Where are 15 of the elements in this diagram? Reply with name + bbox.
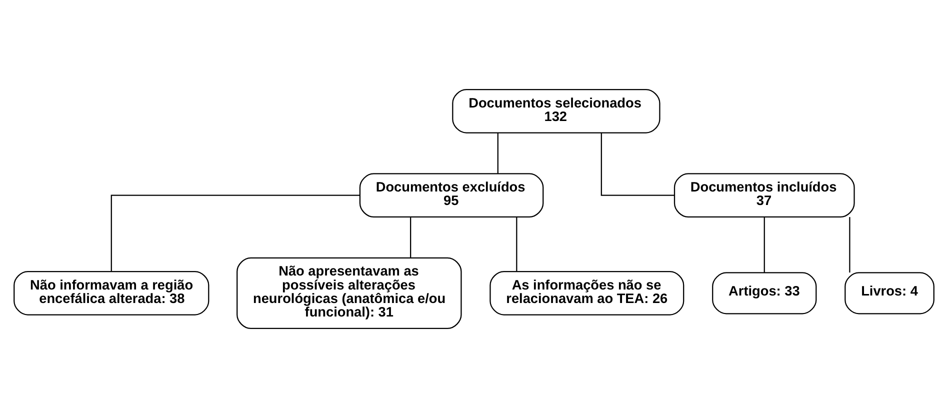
node-box: Livros: 4 bbox=[844, 272, 934, 314]
connector bbox=[600, 132, 674, 196]
connector bbox=[763, 216, 764, 272]
node-box: Documentos incluídos 37 bbox=[673, 172, 854, 218]
connector bbox=[410, 216, 411, 258]
node-box: Não apresentavam as possíveis alterações neurológicas (anatômica e/ou funcional): 31 bbox=[236, 256, 462, 329]
node-box: Documentos selecionados 132 bbox=[452, 88, 660, 133]
node-box: Documentos excluídos 95 bbox=[358, 172, 544, 218]
node-box: As informações não se relacionavam ao TEA: 26 bbox=[489, 270, 684, 315]
node-box: Não informavam a região encefálica alterada: 38 bbox=[13, 270, 209, 315]
connector bbox=[110, 194, 360, 271]
connector bbox=[496, 132, 498, 173]
connector bbox=[516, 216, 517, 272]
connector bbox=[848, 216, 850, 272]
node-box: Artigos: 33 bbox=[712, 272, 816, 314]
